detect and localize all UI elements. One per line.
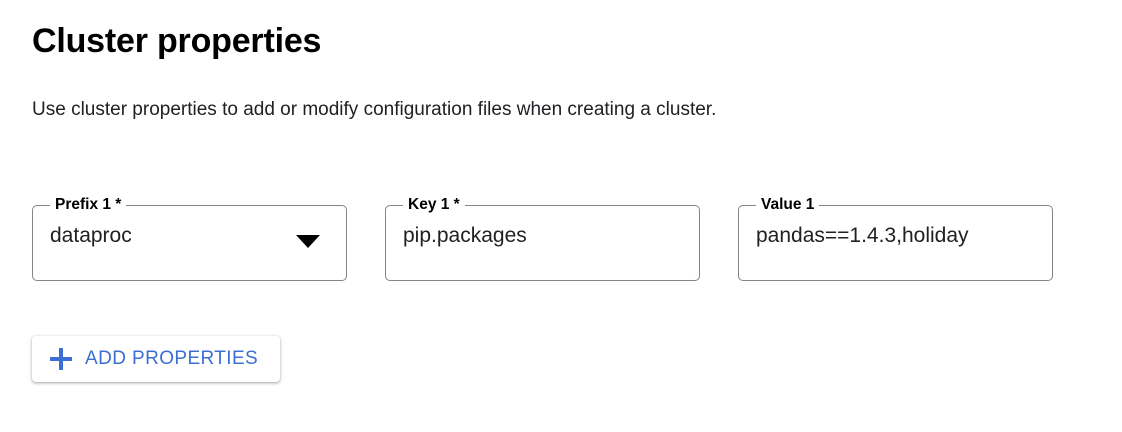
page-title: Cluster properties xyxy=(32,22,322,60)
key-label: Key 1 * xyxy=(403,195,465,215)
value-label: Value 1 xyxy=(756,195,820,215)
chevron-down-icon[interactable] xyxy=(296,235,320,248)
add-properties-label: ADD PROPERTIES xyxy=(85,348,259,369)
key-input[interactable]: Key 1 * pip.packages xyxy=(385,195,700,281)
page-description: Use cluster properties to add or modify … xyxy=(32,99,717,120)
add-properties-button[interactable]: ADD PROPERTIES xyxy=(32,336,281,382)
prefix-label: Prefix 1 * xyxy=(50,195,127,215)
prefix-value: dataproc xyxy=(50,224,132,247)
property-row-1: Prefix 1 * dataproc Key 1 * pip.packages… xyxy=(32,195,1092,283)
plus-icon xyxy=(50,348,72,370)
prefix-select[interactable]: Prefix 1 * dataproc xyxy=(32,195,347,281)
value-value: pandas==1.4.3,holiday xyxy=(756,224,969,247)
key-value: pip.packages xyxy=(403,224,527,247)
value-input[interactable]: Value 1 pandas==1.4.3,holiday xyxy=(738,195,1053,281)
